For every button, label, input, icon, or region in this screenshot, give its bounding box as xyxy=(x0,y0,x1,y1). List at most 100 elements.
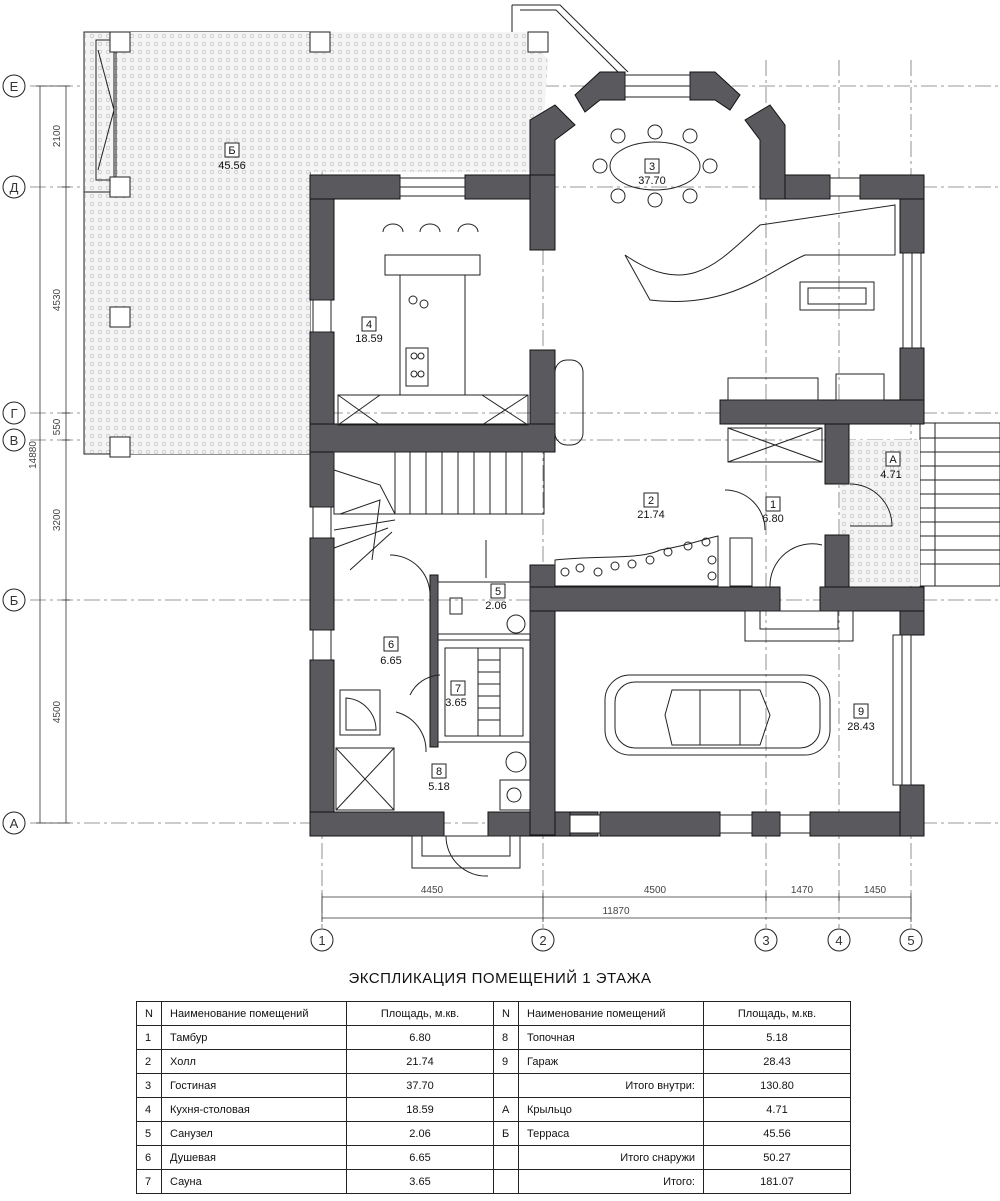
axis-label: Д xyxy=(10,180,19,195)
staircase xyxy=(333,451,545,571)
svg-text:18.59: 18.59 xyxy=(355,333,383,345)
table-cell: 3 xyxy=(136,1073,162,1098)
table-cell xyxy=(493,1145,519,1170)
table-cell xyxy=(493,1169,519,1194)
svg-text:21.74: 21.74 xyxy=(637,509,665,521)
axis-label: В xyxy=(10,433,19,448)
pebble-garden xyxy=(554,535,719,587)
dimension-label: 4500 xyxy=(52,700,63,723)
table-header-row: N Наименование помещений Площадь, м.кв. … xyxy=(136,1001,851,1026)
table-cell: 4 xyxy=(136,1097,162,1122)
dimension-label: 4500 xyxy=(644,885,667,896)
table-cell: Тамбур xyxy=(161,1025,347,1050)
kitchen-furniture xyxy=(337,223,529,426)
room-label-1: 1 6.80 xyxy=(762,496,784,525)
table-cell: 6.65 xyxy=(346,1145,494,1170)
axis-label: Б xyxy=(10,593,19,608)
dimension-label: 1450 xyxy=(864,885,887,896)
terrace xyxy=(83,4,629,458)
room-label-2: 2 21.74 xyxy=(637,492,665,521)
header-cell: Площадь, м.кв. xyxy=(346,1001,494,1026)
room-label-8: 8 5.18 xyxy=(428,763,450,793)
svg-text:37.70: 37.70 xyxy=(638,175,666,187)
room-label-6: 6 6.65 xyxy=(380,636,402,667)
table-cell: Итого: xyxy=(518,1169,704,1194)
dimension-label: 14880 xyxy=(28,441,39,469)
axis-label: Г xyxy=(10,406,17,421)
south-entrance xyxy=(411,835,521,877)
svg-text:2.06: 2.06 xyxy=(485,600,506,612)
svg-text:4: 4 xyxy=(366,319,372,331)
room-schedule-table: N Наименование помещений Площадь, м.кв. … xyxy=(136,1001,851,1194)
table-cell: Итого внутри: xyxy=(518,1073,704,1098)
svg-text:6.80: 6.80 xyxy=(762,513,783,525)
table-title: ЭКСПЛИКАЦИЯ ПОМЕЩЕНИЙ 1 ЭТАЖА xyxy=(348,970,652,987)
table-cell: Крыльцо xyxy=(518,1097,704,1122)
table-cell: 1 xyxy=(136,1025,162,1050)
svg-text:2: 2 xyxy=(648,495,654,507)
svg-text:6: 6 xyxy=(388,639,394,651)
dimension-label: 11870 xyxy=(602,906,630,917)
svg-text:3.65: 3.65 xyxy=(445,697,466,709)
svg-text:Б: Б xyxy=(228,145,235,157)
svg-text:6.65: 6.65 xyxy=(380,655,401,667)
bottom-dimensions: 4450 4500 1470 1450 11870 xyxy=(321,885,912,922)
svg-text:4.71: 4.71 xyxy=(880,469,901,481)
tambour-furniture xyxy=(724,427,893,642)
table-cell: Гостиная xyxy=(161,1073,347,1098)
table-cell: 130.80 xyxy=(703,1073,851,1098)
room-label-b: Б 45.56 xyxy=(218,142,246,172)
svg-text:5.18: 5.18 xyxy=(428,781,449,793)
dimension-label: 2100 xyxy=(52,124,63,147)
table-cell: 6.80 xyxy=(346,1025,494,1050)
table-cell: 7 xyxy=(136,1169,162,1194)
room-label-7: 7 3.65 xyxy=(445,680,467,709)
windows xyxy=(312,74,922,834)
column-axis-markers: 1 2 3 4 5 xyxy=(310,928,923,952)
table-cell: 3.65 xyxy=(346,1169,494,1194)
table-cell xyxy=(493,1073,519,1098)
axis-label: 3 xyxy=(762,933,769,948)
left-dimensions: 2100 4530 550 3200 4500 14880 xyxy=(28,85,70,824)
header-cell: N xyxy=(493,1001,519,1026)
svg-text:9: 9 xyxy=(858,706,864,718)
table-cell: 9 xyxy=(493,1049,519,1074)
table-cell: 181.07 xyxy=(703,1169,851,1194)
axis-label: 2 xyxy=(539,933,546,948)
table-cell: Топочная xyxy=(518,1025,704,1050)
room-label-5: 5 2.06 xyxy=(485,583,507,612)
dimension-label: 4450 xyxy=(421,885,444,896)
svg-text:45.56: 45.56 xyxy=(218,160,246,172)
table-cell: 2.06 xyxy=(346,1121,494,1146)
table-cell: 5.18 xyxy=(703,1025,851,1050)
table-cell: 4.71 xyxy=(703,1097,851,1122)
svg-text:28.43: 28.43 xyxy=(847,721,875,733)
axis-label: 1 xyxy=(318,933,325,948)
header-cell: Наименование помещений xyxy=(161,1001,347,1026)
wet-rooms-furniture xyxy=(335,540,531,811)
axis-label: 5 xyxy=(907,933,914,948)
car-icon xyxy=(604,674,831,756)
table-cell: А xyxy=(493,1097,519,1122)
axis-label: Е xyxy=(10,79,19,94)
header-cell: Наименование помещений xyxy=(518,1001,704,1026)
table-cell: Холл xyxy=(161,1049,347,1074)
table-cell: Б xyxy=(493,1121,519,1146)
table-cell: Терраса xyxy=(518,1121,704,1146)
room-labels: 1 6.80 2 21.74 3 37.70 4 18.59 5 2.06 6 … xyxy=(218,142,902,793)
table-cell: 28.43 xyxy=(703,1049,851,1074)
dimension-label: 1470 xyxy=(791,885,814,896)
svg-text:5: 5 xyxy=(495,586,501,598)
table-cell: 50.27 xyxy=(703,1145,851,1170)
header-cell: Площадь, м.кв. xyxy=(703,1001,851,1026)
svg-text:7: 7 xyxy=(455,683,461,695)
porch-stairs xyxy=(840,422,1000,587)
table-cell: 21.74 xyxy=(346,1049,494,1074)
room-label-9: 9 28.43 xyxy=(847,703,875,733)
